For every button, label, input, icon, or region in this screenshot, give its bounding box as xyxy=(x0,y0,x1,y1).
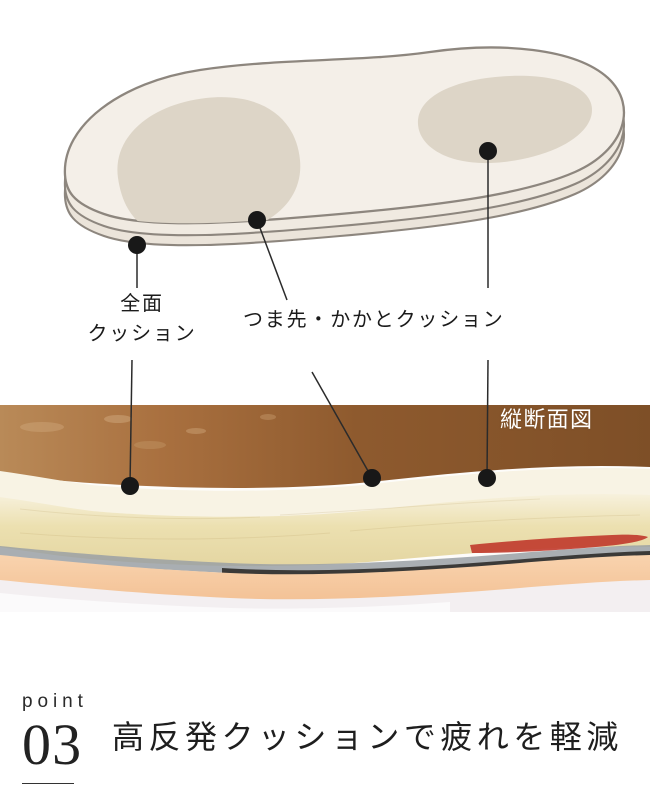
photo-layer-grey-film xyxy=(0,545,650,575)
point-block: point 03 高反発クッションで疲れを軽減 xyxy=(0,660,650,800)
callout-label-zenmen-line2: クッション xyxy=(87,323,197,346)
cushion-zones xyxy=(117,75,592,224)
point-badge: point 03 xyxy=(22,691,142,785)
photo-layer-red-accent xyxy=(470,534,648,553)
cross-section-photo xyxy=(0,405,650,612)
insole-illustration xyxy=(0,0,650,300)
point-headline: 高反発クッションで疲れを軽減 xyxy=(112,719,623,755)
point-number: 03 xyxy=(22,712,83,777)
heel-cushion-zone xyxy=(417,75,592,164)
photo-layer-outsole-highlight xyxy=(0,593,450,612)
callout-label-tsumasaki-kakato: つま先・かかとクッション xyxy=(243,309,505,331)
forefoot-cushion-zone xyxy=(117,97,301,224)
photo-foam-texture xyxy=(19,498,641,540)
point-word: point xyxy=(22,691,88,712)
photo-leather-speckles xyxy=(20,414,276,449)
point-rule-divider xyxy=(22,783,74,785)
callout-label-zenmen-line1: 全面 xyxy=(120,293,164,315)
callout-label-zenmen: 全面 クッション xyxy=(62,289,222,350)
photo-layer-peach-midsole xyxy=(0,555,650,601)
photo-caption-label: 縦断面図 xyxy=(500,407,594,432)
photo-layer-white-outsole xyxy=(0,580,650,612)
